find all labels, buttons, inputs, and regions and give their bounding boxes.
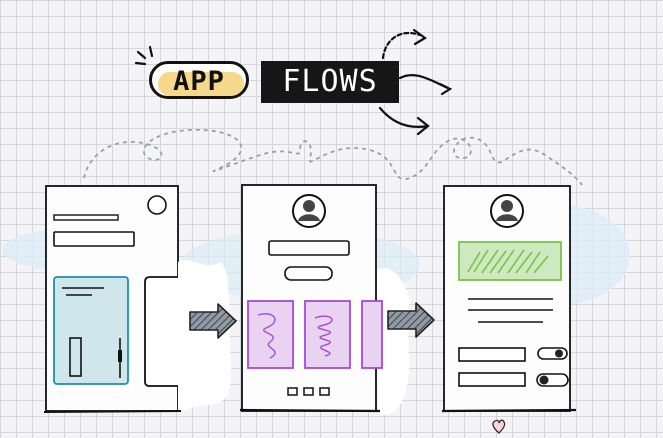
title-app-text: APP (173, 66, 225, 97)
arrow-right-icon (189, 303, 237, 339)
toggle-switch (536, 373, 569, 387)
screen-2 (239, 184, 383, 413)
title-flows-text: FLOWS (282, 64, 378, 99)
screen-3 (441, 185, 577, 413)
title-doodles (134, 28, 453, 136)
torn-edge-1 (178, 260, 232, 410)
title-app-pill: APP (149, 61, 249, 99)
dashed-flow-path (83, 129, 583, 186)
avatar-icon (292, 194, 326, 228)
torn-edge-2 (376, 268, 410, 415)
title-flows-box: FLOWS (261, 61, 399, 103)
heart-icon (492, 419, 506, 434)
screen-1 (43, 185, 182, 413)
arrow-right-icon (387, 302, 435, 338)
toggle-switch (537, 347, 568, 360)
avatar-icon (490, 194, 524, 228)
